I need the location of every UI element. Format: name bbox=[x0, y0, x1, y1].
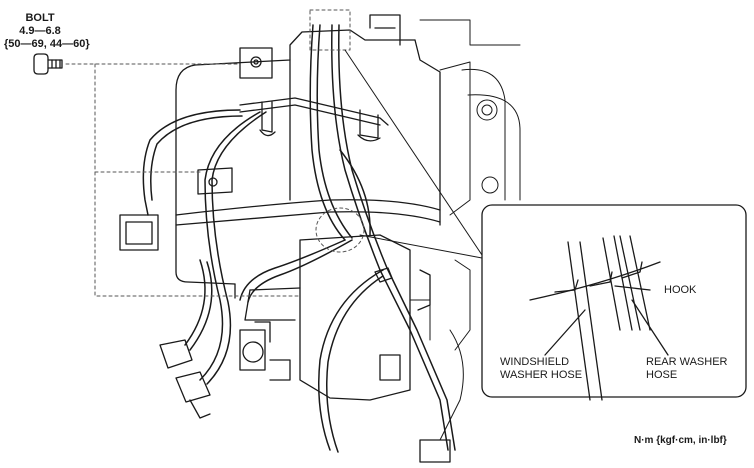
hose-bracket bbox=[239, 97, 389, 142]
rear-hose-label-line1: REAR WASHER bbox=[646, 356, 728, 368]
bolt-torque-nm: 4.9—6.8 bbox=[19, 25, 61, 37]
inset-leaders bbox=[344, 49, 483, 259]
bolt-title: BOLT bbox=[25, 12, 55, 24]
torque-units-note: N·m {kgf·cm, in·lbf} bbox=[634, 435, 727, 446]
washer-reservoir bbox=[175, 14, 441, 299]
connectors bbox=[119, 214, 451, 463]
hook-label: HOOK bbox=[664, 284, 697, 296]
washer-hoses bbox=[239, 24, 456, 453]
bolt-torque-other: {50—69, 44—60} bbox=[4, 38, 90, 50]
detail-inset bbox=[481, 204, 747, 401]
windshield-hose-label-line2: WASHER HOSE bbox=[500, 369, 583, 381]
windshield-hose-label-line1: WINDSHIELD bbox=[500, 356, 570, 368]
pump-assembly bbox=[239, 234, 431, 401]
guide-lines bbox=[65, 9, 351, 297]
bolt-drawing bbox=[33, 53, 63, 75]
rear-hose-label-line2: HOSE bbox=[646, 369, 678, 381]
wiring-harness bbox=[142, 109, 267, 385]
body-panel bbox=[409, 19, 521, 441]
detail-marker bbox=[315, 207, 365, 253]
